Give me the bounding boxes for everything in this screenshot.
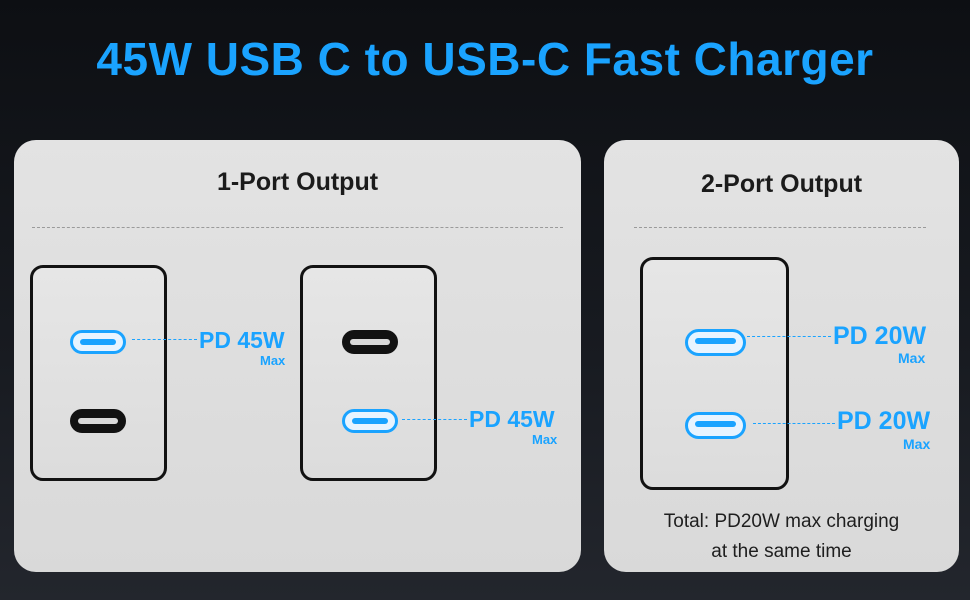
usb-c-port-active-icon bbox=[685, 329, 746, 356]
usb-c-port-inactive-icon bbox=[70, 409, 126, 433]
charger-body-c bbox=[640, 257, 789, 490]
connector-line bbox=[132, 339, 197, 340]
output-max-label-b: Max bbox=[532, 432, 558, 447]
charger-body-b bbox=[300, 265, 437, 481]
output-label-top: PD 20W bbox=[833, 322, 927, 350]
page-title: 45W USB C to USB-C Fast Charger bbox=[96, 33, 874, 85]
total-note-line2: at the same time bbox=[711, 541, 852, 562]
one-port-output-title: 1-Port Output bbox=[216, 168, 379, 196]
one-port-output-panel: 1-Port Output PD 45W Max PD 45W Max bbox=[14, 140, 581, 572]
connector-line bbox=[402, 419, 467, 420]
usb-c-port-inactive-icon bbox=[342, 330, 398, 354]
usb-c-port-active-icon bbox=[342, 409, 398, 433]
usb-c-port-active-icon bbox=[685, 412, 746, 439]
connector-line bbox=[747, 336, 831, 337]
connector-line bbox=[753, 423, 835, 424]
output-label-bottom: PD 20W bbox=[837, 407, 931, 435]
output-max-label-a: Max bbox=[260, 353, 286, 368]
output-max-label-bottom: Max bbox=[903, 436, 931, 452]
usb-c-port-active-icon bbox=[70, 330, 126, 354]
total-note-line1: Total: PD20W max charging bbox=[663, 511, 900, 532]
panel-divider bbox=[634, 227, 926, 228]
two-port-output-title: 2-Port Output bbox=[700, 170, 863, 198]
panel-divider bbox=[32, 227, 563, 228]
two-port-output-panel: 2-Port Output PD 20W Max PD 20W Max Tota… bbox=[604, 140, 959, 572]
output-label-a: PD 45W bbox=[199, 327, 285, 353]
charger-body-a bbox=[30, 265, 167, 481]
output-label-b: PD 45W bbox=[469, 406, 555, 432]
output-max-label-top: Max bbox=[898, 350, 926, 366]
